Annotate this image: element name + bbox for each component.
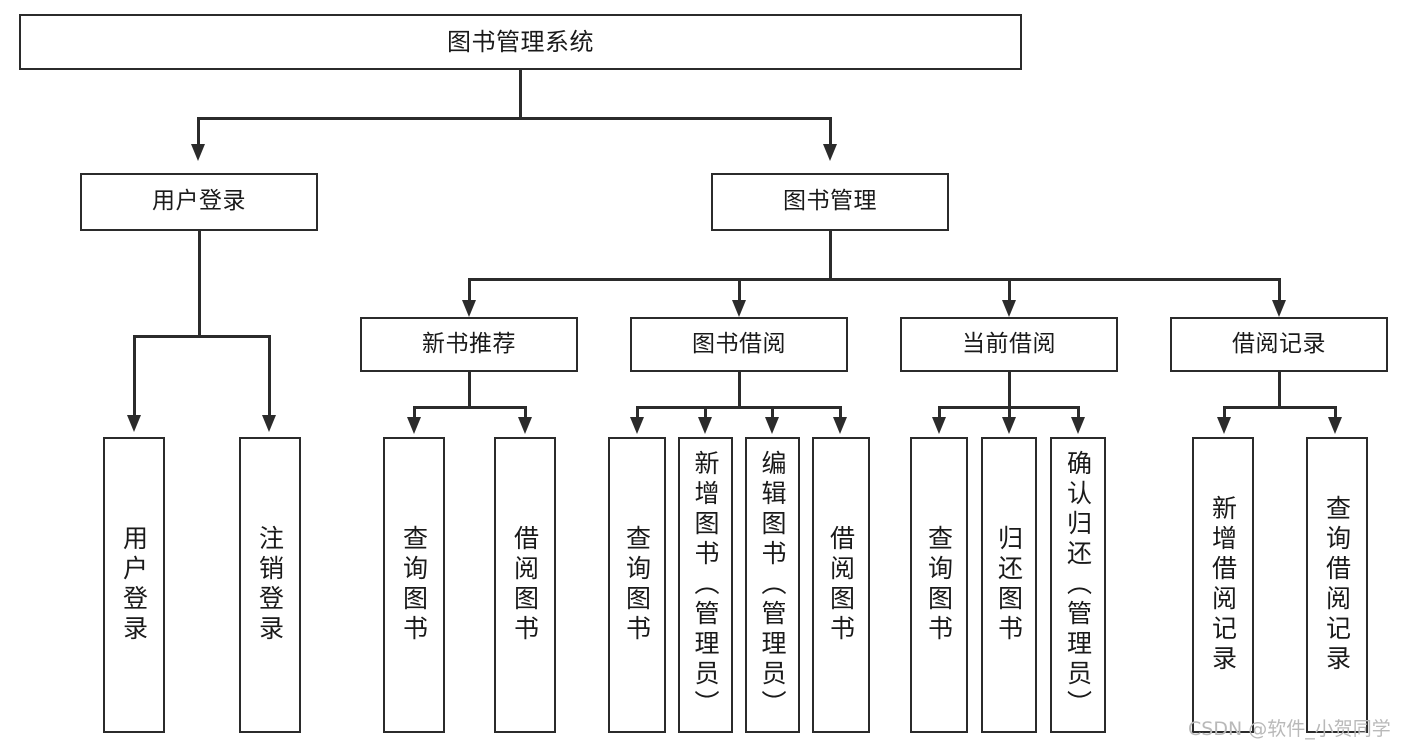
leaf-confirm-return-admin[interactable]: 确认归还（管理员） [1050, 437, 1106, 733]
node-label: 确认归还（管理员） [1063, 450, 1093, 720]
node-current-borrow[interactable]: 当前借阅 [900, 317, 1118, 372]
node-book-borrow[interactable]: 图书借阅 [630, 317, 848, 372]
leaf-query-book-1[interactable]: 查询图书 [383, 437, 445, 733]
connector-level2-bus [197, 117, 832, 120]
connector-drop-leaf-query-borrow-record [1334, 406, 1337, 420]
node-label: 新增图书（管理员） [691, 450, 720, 720]
connector-drop-leaf-return-book [1008, 406, 1011, 420]
connector-root-stem [519, 70, 522, 118]
connector-book-manage-stem [829, 231, 832, 280]
leaf-user-login[interactable]: 用户登录 [103, 437, 165, 733]
node-label: 查询图书 [924, 525, 954, 645]
node-label: 新书推荐 [422, 330, 516, 357]
connector-drop-user-login [197, 117, 200, 147]
arrowhead-borrow-record [1272, 300, 1286, 317]
arrowhead-current-borrow [1002, 300, 1016, 317]
node-label: 图书借阅 [692, 330, 786, 357]
connector-new-book-recommend-bus [413, 406, 527, 409]
arrowhead-leaf-add-book-admin [698, 417, 712, 434]
node-label: 编辑图书（管理员） [758, 450, 787, 720]
leaf-edit-book-admin[interactable]: 编辑图书（管理员） [745, 437, 800, 733]
arrowhead-leaf-query-book-1 [407, 417, 421, 434]
connector-new-book-recommend-stem [468, 372, 471, 408]
connector-drop-current-borrow [1008, 278, 1011, 303]
connector-drop-book-manage [829, 117, 832, 147]
arrowhead-leaf-query-book-3 [932, 417, 946, 434]
node-label: 归还图书 [994, 525, 1024, 645]
connector-user-login-stem [198, 231, 201, 337]
node-label: 注销登录 [255, 525, 285, 645]
connector-drop-borrow-record [1278, 278, 1281, 303]
connector-drop-leaf-borrow-book-2 [839, 406, 842, 420]
leaf-add-book-admin[interactable]: 新增图书（管理员） [678, 437, 733, 733]
connector-book-borrow-bus [636, 406, 840, 409]
node-label: 用户登录 [152, 188, 246, 215]
node-label: 图书管理系统 [447, 27, 594, 56]
connector-user-login-bus [133, 335, 270, 338]
connector-drop-leaf-confirm-return-admin [1077, 406, 1080, 420]
leaf-borrow-book-1[interactable]: 借阅图书 [494, 437, 556, 733]
arrowhead-user-login [191, 144, 205, 161]
node-label: 查询借阅记录 [1322, 495, 1352, 675]
arrowhead-leaf-query-book-2 [630, 417, 644, 434]
leaf-add-borrow-record[interactable]: 新增借阅记录 [1192, 437, 1254, 733]
connector-drop-new-book-recommend [468, 278, 471, 303]
arrowhead-leaf-user-login [127, 415, 141, 432]
arrowhead-leaf-return-book [1002, 417, 1016, 434]
connector-drop-book-borrow [738, 278, 741, 303]
connector-drop-leaf-edit-book-admin [771, 406, 774, 420]
node-label: 借阅记录 [1232, 330, 1326, 357]
node-book-manage[interactable]: 图书管理 [711, 173, 949, 231]
node-borrow-record[interactable]: 借阅记录 [1170, 317, 1388, 372]
connector-drop-leaf-logout-login [268, 335, 271, 418]
leaf-borrow-book-2[interactable]: 借阅图书 [812, 437, 870, 733]
arrowhead-leaf-logout-login [262, 415, 276, 432]
node-label: 用户登录 [119, 525, 149, 645]
leaf-logout-login[interactable]: 注销登录 [239, 437, 301, 733]
connector-drop-leaf-borrow-book-1 [524, 406, 527, 420]
arrowhead-book-manage [823, 144, 837, 161]
connector-drop-leaf-query-book-2 [636, 406, 639, 420]
arrowhead-book-borrow [732, 300, 746, 317]
connector-book-borrow-stem [738, 372, 741, 408]
node-label: 查询图书 [622, 525, 652, 645]
connector-drop-leaf-add-book-admin [704, 406, 707, 420]
node-user-login[interactable]: 用户登录 [80, 173, 318, 231]
connector-drop-leaf-add-borrow-record [1223, 406, 1226, 420]
arrowhead-new-book-recommend [462, 300, 476, 317]
node-label: 图书管理 [783, 188, 877, 215]
arrowhead-leaf-borrow-book-2 [833, 417, 847, 434]
node-root-system[interactable]: 图书管理系统 [19, 14, 1022, 70]
node-label: 查询图书 [399, 525, 429, 645]
connector-drop-leaf-query-book-1 [413, 406, 416, 420]
arrowhead-leaf-edit-book-admin [765, 417, 779, 434]
node-label: 借阅图书 [510, 525, 540, 645]
connector-borrow-record-stem [1278, 372, 1281, 408]
leaf-query-book-3[interactable]: 查询图书 [910, 437, 968, 733]
connector-level3-bus [468, 278, 1280, 281]
leaf-query-borrow-record[interactable]: 查询借阅记录 [1306, 437, 1368, 733]
leaf-query-book-2[interactable]: 查询图书 [608, 437, 666, 733]
arrowhead-leaf-add-borrow-record [1217, 417, 1231, 434]
arrowhead-leaf-borrow-book-1 [518, 417, 532, 434]
node-label: 新增借阅记录 [1208, 495, 1238, 675]
leaf-return-book[interactable]: 归还图书 [981, 437, 1037, 733]
connector-current-borrow-stem [1008, 372, 1011, 408]
connector-borrow-record-bus [1223, 406, 1337, 409]
arrowhead-leaf-query-borrow-record [1328, 417, 1342, 434]
connector-drop-leaf-user-login [133, 335, 136, 418]
node-label: 借阅图书 [826, 525, 856, 645]
node-new-book-recommend[interactable]: 新书推荐 [360, 317, 578, 372]
connector-drop-leaf-query-book-3 [938, 406, 941, 420]
node-label: 当前借阅 [962, 330, 1056, 357]
arrowhead-leaf-confirm-return-admin [1071, 417, 1085, 434]
